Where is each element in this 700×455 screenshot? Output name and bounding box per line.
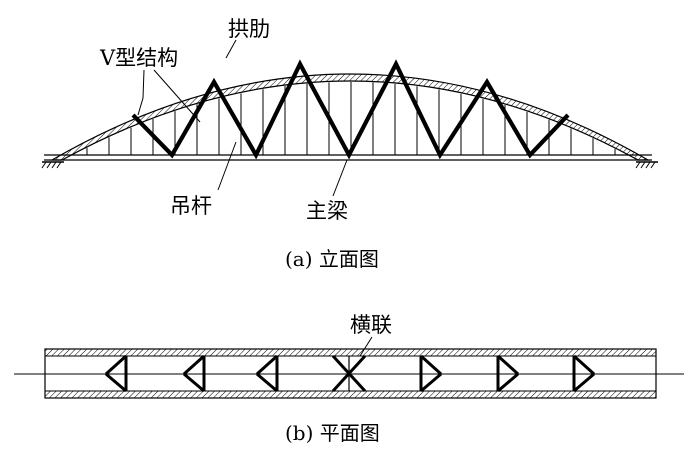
arch-rib	[49, 73, 651, 161]
arch-rib-label: 拱肋	[228, 17, 270, 41]
right-support	[635, 161, 658, 169]
cross-bracing	[572, 354, 596, 393]
cross-bracing	[496, 354, 520, 393]
left-support	[41, 161, 64, 169]
cross-bracing	[104, 354, 128, 393]
main-girder-label: 主梁	[306, 199, 348, 223]
arch-rib-plan-bottom	[44, 390, 657, 399]
bracing-diagonal	[572, 354, 596, 376]
v-structure-label: V型结构	[99, 46, 178, 70]
hangers	[86, 82, 616, 155]
bracing-diagonal	[255, 354, 279, 376]
cross-bracing	[255, 354, 279, 393]
bracing-diagonal	[256, 372, 278, 393]
bracing-diagonal	[183, 372, 205, 393]
cross-bracings	[104, 354, 596, 393]
cross-bracing	[182, 354, 206, 393]
leader-lines	[137, 39, 348, 197]
v-structure	[131, 59, 570, 160]
bracing-diagonal	[104, 354, 128, 376]
cross-bracing	[331, 354, 367, 393]
elevation-view: 拱肋 V型结构 吊杆 主梁 (a) 立面图	[41, 17, 658, 271]
plan-view: 横联 (b) 平面图	[14, 313, 684, 445]
bracing-diagonal	[105, 372, 127, 393]
bracing-diagonal	[497, 372, 519, 393]
bracing-diagonal	[496, 354, 520, 376]
elevation-caption: (a) 立面图	[285, 247, 379, 271]
plan-caption: (b) 平面图	[285, 421, 380, 445]
bracing-diagonal	[573, 372, 595, 393]
cross-bracing	[419, 354, 443, 393]
arch-rib-plan-top	[44, 348, 657, 357]
hanger-label: 吊杆	[170, 194, 212, 218]
cross-bracing-leader	[359, 336, 373, 357]
bracing-diagonal	[419, 354, 443, 376]
bracing-diagonal	[182, 354, 206, 376]
bracing-diagonal	[420, 372, 442, 393]
cross-bracing-label: 横联	[350, 313, 392, 337]
